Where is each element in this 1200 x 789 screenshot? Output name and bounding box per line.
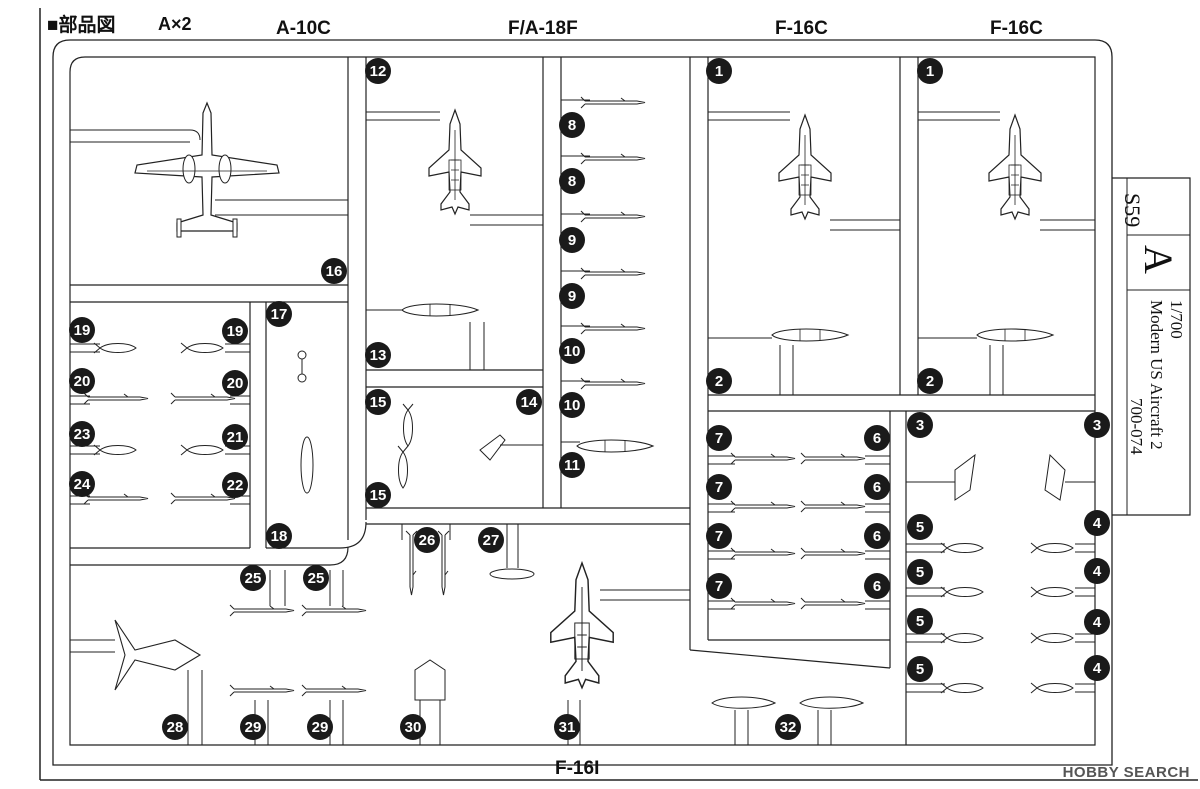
col-f16c-label-1: F-16C [775,18,828,39]
part-number-badge: 27 [478,527,504,553]
sidetab-scale: 1/700 [1167,300,1186,339]
part-number-badge: 26 [414,527,440,553]
part-number-badge: 4 [1084,510,1110,536]
part-number-badge: 30 [400,714,426,740]
part-number-badge: 29 [307,714,333,740]
part-number-badge: 7 [706,573,732,599]
part-number-badge: 5 [907,656,933,682]
col-f16c-label-2: F-16C [990,18,1043,39]
section-label: ■部品図 [47,15,116,36]
part-number-badge: 12 [365,58,391,84]
part-number-badge: 10 [559,338,585,364]
part-number-badge: 17 [266,301,292,327]
part-number-badge: 15 [365,482,391,508]
part-number-badge: 8 [559,112,585,138]
part-number-badge: 29 [240,714,266,740]
part-number-badge: 22 [222,472,248,498]
part-number-badge: 15 [365,389,391,415]
part-number-badge: 6 [864,523,890,549]
part-number-badge: 7 [706,425,732,451]
part-number-badge: 2 [706,368,732,394]
part-number-badge: 4 [1084,609,1110,635]
part-number-badge: 20 [69,368,95,394]
sidetab-product-no: 700-074 [1127,398,1146,455]
part-number-badge: 3 [907,412,933,438]
part-number-badge: 9 [559,283,585,309]
part-number-badge: 19 [69,317,95,343]
part-number-badge: 20 [222,370,248,396]
part-number-badge: 5 [907,514,933,540]
part-number-badge: 24 [69,471,95,497]
part-number-badge: 1 [917,58,943,84]
col-fa18f-label: F/A-18F [508,18,578,39]
part-number-badge: 6 [864,474,890,500]
part-number-badge: 4 [1084,558,1110,584]
part-number-badge: 16 [321,258,347,284]
part-number-badge: 1 [706,58,732,84]
part-number-badge: 25 [240,565,266,591]
part-number-badge: 2 [917,368,943,394]
part-number-badge: 8 [559,168,585,194]
part-number-badge: 4 [1084,655,1110,681]
sidetab-title: Modern US Aircraft 2 [1147,300,1166,450]
part-number-badge: 7 [706,523,732,549]
part-number-badge: 7 [706,474,732,500]
sidetab-letter: A [1136,245,1181,274]
part-number-badge: 25 [303,565,329,591]
col-a10c-label: A-10C [276,18,331,39]
watermark: HOBBY SEARCH [1062,764,1190,781]
part-number-badge: 32 [775,714,801,740]
quantity-label: A×2 [158,14,192,34]
part-number-badge: 19 [222,318,248,344]
part-number-badge: 18 [266,523,292,549]
part-number-badge: 11 [559,452,585,478]
part-number-badge: 14 [516,389,542,415]
part-number-badge: 10 [559,392,585,418]
part-number-badge: 13 [365,342,391,368]
footer-f16i-label: F-16I [555,758,600,779]
part-number-badge: 21 [222,424,248,450]
part-number-badge: 6 [864,573,890,599]
part-number-badge: 5 [907,608,933,634]
part-number-badge: 9 [559,227,585,253]
part-number-badge: 31 [554,714,580,740]
part-number-badge: 23 [69,421,95,447]
sidetab-code: S59 [1120,193,1145,228]
part-number-badge: 28 [162,714,188,740]
part-number-badge: 5 [907,559,933,585]
part-number-badge: 3 [1084,412,1110,438]
part-number-badge: 6 [864,425,890,451]
